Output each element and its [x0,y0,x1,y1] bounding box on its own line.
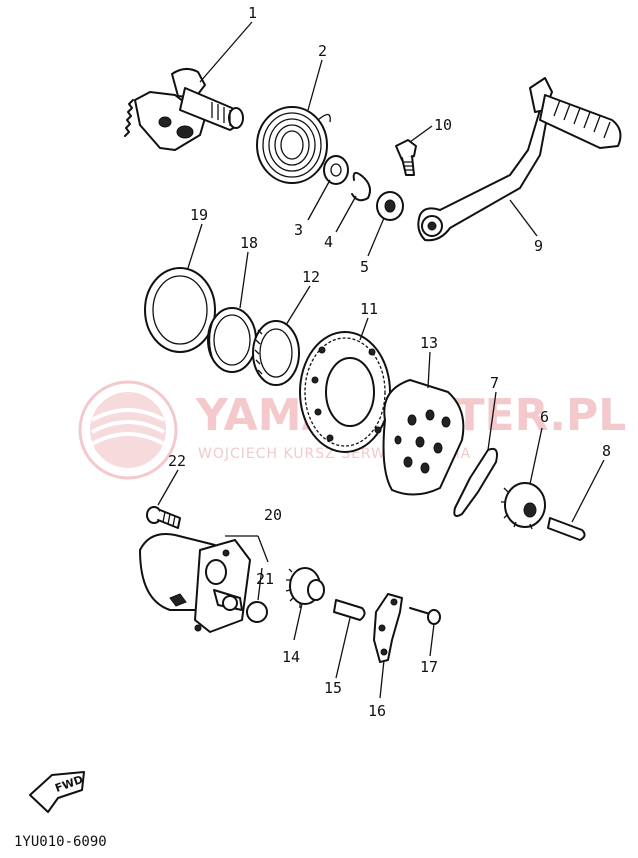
callout-4: 4 [324,233,333,251]
part-19-washer [144,267,216,353]
part-13-starter-clutch [382,379,465,496]
part-16-plate [373,593,403,663]
callout-8: 8 [602,442,611,460]
part-5-washer [376,191,404,221]
part-12-bearing [252,320,300,386]
part-4-circlip [351,171,371,202]
callouts: 1 2 3 4 5 6 7 8 9 10 11 12 13 14 15 16 1… [168,4,611,720]
part-17-screw [409,607,441,625]
callout-13: 13 [420,334,438,352]
callout-21: 21 [256,570,274,588]
watermark-logo [78,380,178,480]
callout-10: 10 [434,116,452,134]
callout-9: 9 [534,237,543,255]
fwd-arrow: FWD [29,771,85,813]
watermark-logo-inner [90,392,166,468]
callout-15: 15 [324,679,342,697]
callout-3: 3 [294,221,303,239]
part-21-o-ring [246,601,268,623]
callout-5: 5 [360,258,369,276]
callout-7: 7 [490,374,499,392]
callout-14: 14 [282,648,300,666]
callout-19: 19 [190,206,208,224]
callout-11: 11 [360,300,378,318]
callout-6: 6 [540,408,549,426]
part-7-clip [453,447,498,517]
callout-18: 18 [240,234,258,252]
part-15-shaft [333,599,366,621]
callout-20: 20 [264,506,282,524]
part-8-pin [547,517,586,541]
watermark-logo-stripes [91,408,165,446]
part-1-kick-shaft [124,68,244,151]
part-22-screw [146,506,181,529]
part-2-spring [256,106,331,184]
leader-lines [157,21,605,699]
part-14-idle-gear [285,567,325,608]
callout-12: 12 [302,268,320,286]
part-11-starter-wheel [299,331,391,453]
diagram-code: 1YU010-6090 [14,834,107,850]
callout-17: 17 [420,658,438,676]
callout-1: 1 [248,4,257,22]
part-9-kick-lever [417,77,622,242]
part-3-washer [323,155,349,185]
callout-22: 22 [168,452,186,470]
part-18-ring [207,307,257,373]
part-20-starter-motor [139,533,269,633]
callout-16: 16 [368,702,386,720]
part-6-pinion-gear [501,482,546,530]
callout-2: 2 [318,42,327,60]
part-10-bolt [395,139,417,176]
